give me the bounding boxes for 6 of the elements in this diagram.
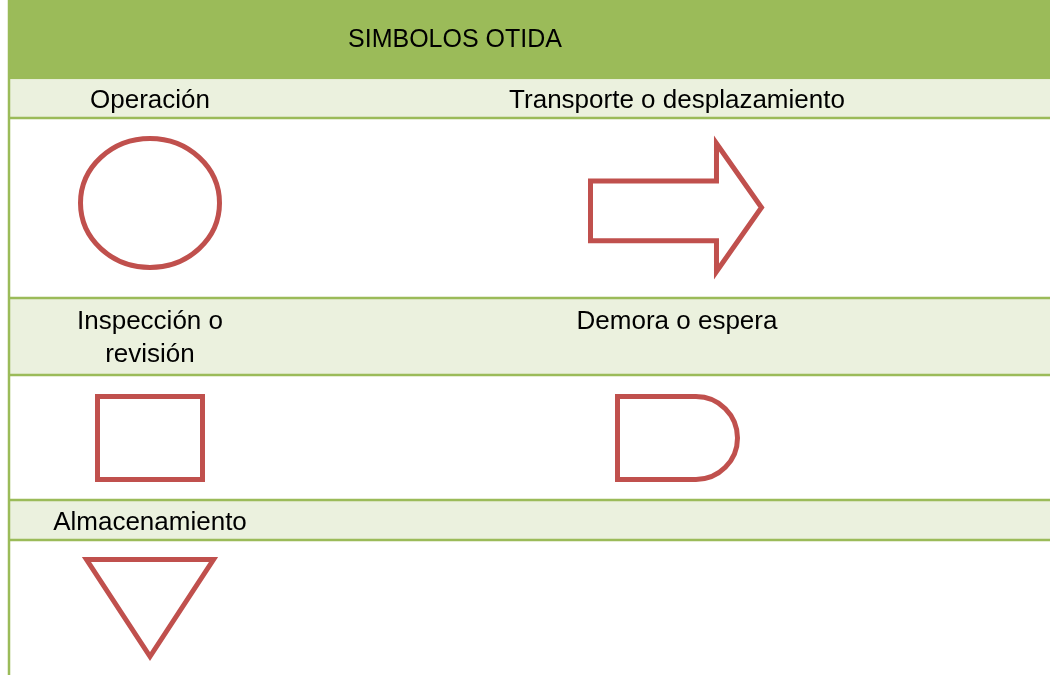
column-heading: Transporte o desplazamiento: [508, 83, 846, 116]
column-heading: Operación: [89, 83, 211, 116]
column-heading: Inspección o revisión: [76, 304, 224, 370]
table-title: SIMBOLOS OTIDA: [347, 23, 563, 54]
column-heading: Demora o espera: [575, 304, 779, 337]
column-heading: Almacenamiento: [52, 505, 248, 538]
